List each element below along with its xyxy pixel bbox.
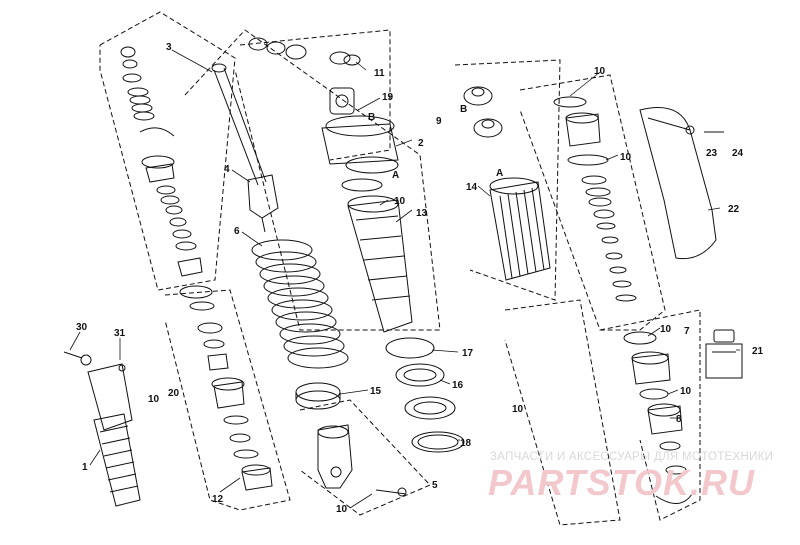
callout-10-right: 10 <box>620 152 632 163</box>
callout-B-upper: B <box>368 112 375 123</box>
upper-mount <box>248 37 399 174</box>
callout-10-mid: 10 <box>512 404 524 415</box>
callout-11: 11 <box>374 68 385 79</box>
callout-4: 4 <box>224 164 230 175</box>
callout-10-r2: 10 <box>660 324 672 335</box>
watermark-caption: ЗАПЧАСТИ И АКСЕССУАРЫ ДЛЯ МОТОТЕХНИКИ <box>490 451 774 463</box>
reservoir-body <box>489 177 551 281</box>
callout-23: 23 <box>706 148 718 159</box>
left-stack <box>120 46 273 491</box>
oil-bottle <box>705 329 743 379</box>
main-spring <box>251 239 349 369</box>
callout-10-bottom: 10 <box>336 504 348 515</box>
callout-B-mid: B <box>460 104 467 115</box>
lock-rings <box>385 337 465 453</box>
mud-flap <box>639 107 724 260</box>
valve-stack <box>553 96 693 504</box>
callout-7: 7 <box>684 326 690 337</box>
callout-A-mid: A <box>496 168 503 179</box>
callout-1: 1 <box>82 462 88 473</box>
callout-2: 2 <box>418 138 424 149</box>
watermark-logo: PARTSTOK.RU <box>488 462 756 503</box>
spring-seat <box>295 382 341 410</box>
callout-17: 17 <box>462 348 474 359</box>
callout-10-left: 10 <box>148 394 160 405</box>
callout-19: 19 <box>382 92 394 103</box>
callout-21: 21 <box>752 346 764 357</box>
callout-30: 30 <box>76 322 88 333</box>
callout-31: 31 <box>114 328 126 339</box>
assembled-shock <box>63 351 141 507</box>
callout-9: 9 <box>436 116 442 127</box>
callout-16: 16 <box>452 380 464 391</box>
callout-12: 12 <box>212 494 224 505</box>
leader-lines <box>69 49 740 509</box>
callout-5: 5 <box>432 480 438 491</box>
callout-15: 15 <box>370 386 382 397</box>
callout-24: 24 <box>732 148 744 159</box>
piston-rod <box>211 63 279 233</box>
callout-10-r3: 10 <box>680 386 692 397</box>
callout-22: 22 <box>728 204 740 215</box>
callout-labels: 3 4 6 11 19 2 10 13 A B 15 17 16 18 5 10… <box>76 42 764 515</box>
callout-A-upper: A <box>392 170 399 181</box>
callout-20: 20 <box>168 388 180 399</box>
group-outlines <box>99 11 701 526</box>
callout-13: 13 <box>416 208 428 219</box>
bladder-caps <box>463 86 503 138</box>
callout-6: 6 <box>234 226 240 237</box>
callout-18: 18 <box>460 438 472 449</box>
callout-10-right-top: 10 <box>594 66 606 77</box>
lower-clevis <box>317 424 407 497</box>
shock-body <box>341 178 413 333</box>
callout-10-upper: 10 <box>394 196 406 207</box>
callout-3: 3 <box>166 42 172 53</box>
callout-8: 8 <box>676 414 682 425</box>
callout-14: 14 <box>466 182 478 193</box>
